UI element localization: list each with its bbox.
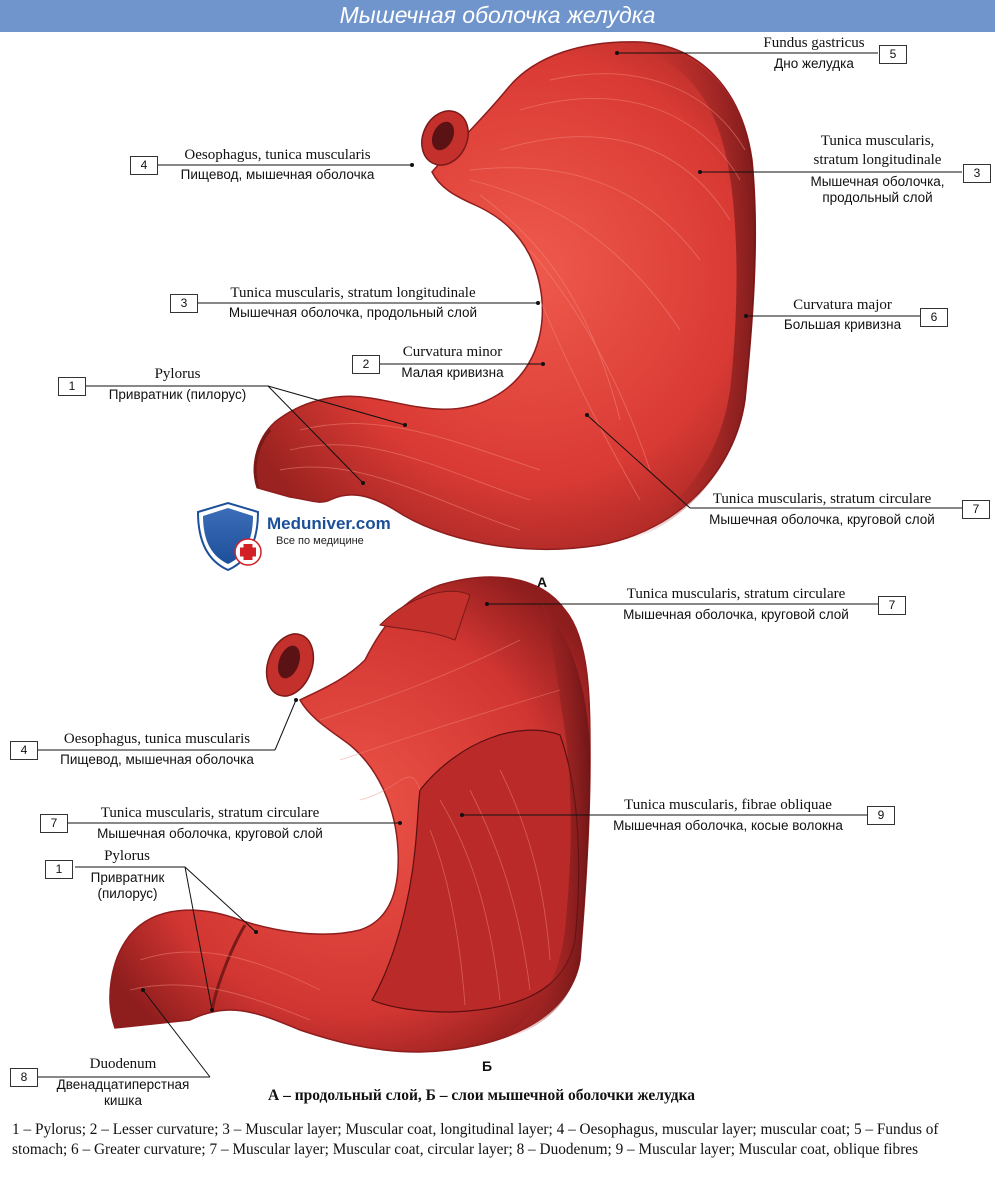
oesophagus-b-lumen bbox=[277, 645, 301, 679]
label-circular-b-left-latin: Tunica muscularis, stratum circulare bbox=[100, 805, 320, 821]
stomach-a-body bbox=[253, 41, 757, 550]
label-longitudinal-right-latin-2: stratum longitudinale bbox=[813, 152, 942, 168]
label-fundus-latin: Fundus gastricus bbox=[763, 35, 865, 51]
number-box-6: 6 bbox=[920, 308, 948, 327]
number-box-4: 4 bbox=[130, 156, 158, 175]
label-pylorus-b-russian-2: (пилорус) bbox=[97, 886, 158, 901]
label-curvatura-minor-russian: Малая кривизна bbox=[401, 365, 504, 380]
number-box-3-right: 3 bbox=[963, 164, 991, 183]
number-box-4-b: 4 bbox=[10, 741, 38, 760]
leader-lines-b bbox=[38, 603, 878, 1078]
title-bar bbox=[0, 0, 995, 32]
label-curvatura-major-russian: Большая кривизна bbox=[783, 317, 902, 332]
label-duodenum-russian-2: кишка bbox=[104, 1093, 142, 1108]
label-oblique-latin: Tunica muscularis, fibrae obliquae bbox=[624, 797, 832, 813]
label-circular-a-latin: Tunica muscularis, stratum circulare bbox=[712, 491, 932, 507]
logo-name: Meduniver.com bbox=[267, 514, 391, 533]
label-circular-b-top-latin: Tunica muscularis, stratum circulare bbox=[626, 586, 846, 602]
figure-caption: А – продольный слой, Б – слои мышечной о… bbox=[268, 1087, 696, 1104]
number-box-7-b-left: 7 bbox=[40, 814, 68, 833]
figure-legend: 1 – Pylorus; 2 – Lesser curvature; 3 – M… bbox=[12, 1121, 939, 1158]
page-title: Мышечная оболочка желудка bbox=[339, 2, 656, 28]
number-box-1-b: 1 bbox=[45, 860, 73, 879]
panel-letter-b: Б bbox=[482, 1058, 493, 1074]
fibers-a bbox=[279, 73, 746, 531]
stomach-b bbox=[109, 576, 591, 1053]
label-longitudinal-left-latin: Tunica muscularis, stratum longitudinale bbox=[230, 285, 476, 301]
label-duodenum-russian-1: Двенадцатиперстная bbox=[56, 1077, 190, 1092]
leader-lines-a bbox=[85, 52, 962, 509]
stomach-b-cutaway bbox=[371, 729, 580, 1013]
oesophagus-a-lumen bbox=[431, 121, 455, 151]
label-duodenum-latin: Duodenum bbox=[89, 1056, 157, 1072]
stomach-b-fundus-flap bbox=[378, 590, 471, 641]
pylorus-a-end bbox=[253, 429, 272, 489]
label-pylorus-a-russian: Привратник (пилорус) bbox=[108, 387, 247, 402]
label-curvatura-minor-latin: Curvatura minor bbox=[402, 344, 503, 360]
label-oesophagus-a-latin: Oesophagus, tunica muscularis bbox=[184, 147, 371, 163]
label-oesophagus-b-russian: Пищевод, мышечная оболочка bbox=[60, 752, 254, 767]
number-box-7-b-top: 7 bbox=[878, 596, 906, 615]
pylorus-b-ring bbox=[210, 924, 247, 1013]
label-pylorus-a-latin: Pylorus bbox=[154, 366, 201, 382]
label-longitudinal-right-latin-1: Tunica muscularis, bbox=[820, 133, 935, 149]
number-box-1-a: 1 bbox=[58, 377, 86, 396]
label-longitudinal-left-russian: Мышечная оболочка, продольный слой bbox=[228, 305, 478, 320]
label-oesophagus-a-russian: Пищевод, мышечная оболочка bbox=[180, 167, 375, 182]
stomach-b-dark-edge bbox=[500, 600, 590, 1040]
label-circular-b-left-russian: Мышечная оболочка, круговой слой bbox=[97, 826, 323, 841]
number-box-7-a: 7 bbox=[962, 500, 990, 519]
label-longitudinal-right-russian-1: Мышечная оболочка, bbox=[810, 174, 945, 189]
label-pylorus-b-russian-1: Привратник bbox=[90, 870, 165, 885]
number-box-8: 8 bbox=[10, 1068, 38, 1087]
number-box-2: 2 bbox=[352, 355, 380, 374]
stomach-a bbox=[253, 41, 757, 550]
leader-dots bbox=[141, 51, 748, 1012]
number-box-3-left: 3 bbox=[170, 294, 198, 313]
fibers-b bbox=[129, 639, 561, 1021]
panel-letter-a: А bbox=[537, 574, 548, 590]
meduniver-logo bbox=[196, 501, 262, 572]
label-fundus-russian: Дно желудка bbox=[774, 56, 854, 71]
logo-tagline: Все по медицине bbox=[276, 535, 364, 547]
label-curvatura-major-latin: Curvatura major bbox=[793, 297, 892, 313]
label-longitudinal-right-russian-2: продольный слой bbox=[822, 190, 933, 205]
label-circular-b-top-russian: Мышечная оболочка, круговой слой bbox=[623, 607, 849, 622]
label-oblique-russian: Мышечная оболочка, косые волокна bbox=[613, 818, 843, 833]
label-pylorus-b-latin: Pylorus bbox=[104, 848, 150, 864]
label-circular-a-russian: Мышечная оболочка, круговой слой bbox=[709, 512, 935, 527]
number-box-5: 5 bbox=[879, 45, 907, 64]
number-box-9: 9 bbox=[867, 806, 895, 825]
label-oesophagus-b-latin: Oesophagus, tunica muscularis bbox=[63, 731, 251, 747]
